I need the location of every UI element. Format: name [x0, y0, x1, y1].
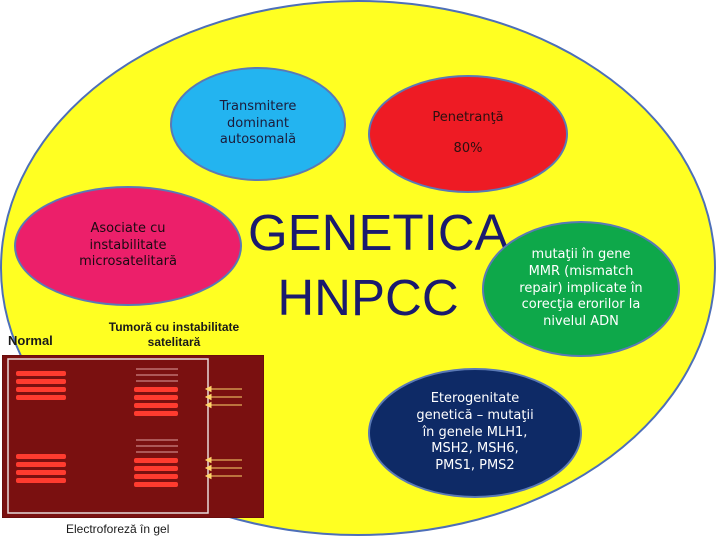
- tumor-label-text: Tumoră cu instabilitate satelitară: [96, 320, 252, 350]
- instability-bubble: Asociate cu instabilitate microsatelitar…: [14, 186, 242, 306]
- normal-label: Normal: [8, 333, 53, 348]
- band: [134, 458, 178, 463]
- band: [16, 379, 66, 384]
- penetrance-value: 80%: [454, 141, 483, 158]
- instability-text: Asociate cu instabilitate microsatelitar…: [79, 221, 177, 272]
- band: [134, 411, 178, 416]
- gel-electrophoresis-image: [2, 355, 264, 518]
- band: [134, 403, 178, 408]
- mmr-text: mutaţii în gene MMR (mismatch repair) im…: [519, 247, 642, 331]
- mmr-bubble: mutaţii în gene MMR (mismatch repair) im…: [482, 221, 680, 357]
- heterogeneity-bubble: Eterogenitate genetică – mutaţii în gene…: [368, 368, 582, 498]
- band: [16, 454, 66, 459]
- penetrance-bubble: Penetranţă 80%: [368, 75, 568, 193]
- band: [134, 387, 178, 392]
- main-title: GENETICA HNPCC: [248, 200, 488, 331]
- tumor-label: Tumoră cu instabilitate satelitară: [96, 320, 252, 350]
- penetrance-label: Penetranţă: [432, 110, 503, 127]
- gel-caption: Electroforeză în gel: [66, 522, 169, 536]
- band: [134, 466, 178, 471]
- band: [16, 395, 66, 400]
- main-title-text: GENETICA HNPCC: [248, 200, 488, 331]
- heterogeneity-text: Eterogenitate genetică – mutaţii în gene…: [416, 391, 533, 475]
- inheritance-bubble: Transmitere dominant autosomală: [170, 67, 346, 181]
- band: [16, 387, 66, 392]
- inheritance-text: Transmitere dominant autosomală: [220, 99, 297, 150]
- band: [16, 478, 66, 483]
- band: [16, 470, 66, 475]
- band: [134, 395, 178, 400]
- band: [134, 482, 178, 487]
- band: [16, 371, 66, 376]
- band: [16, 462, 66, 467]
- band: [134, 474, 178, 479]
